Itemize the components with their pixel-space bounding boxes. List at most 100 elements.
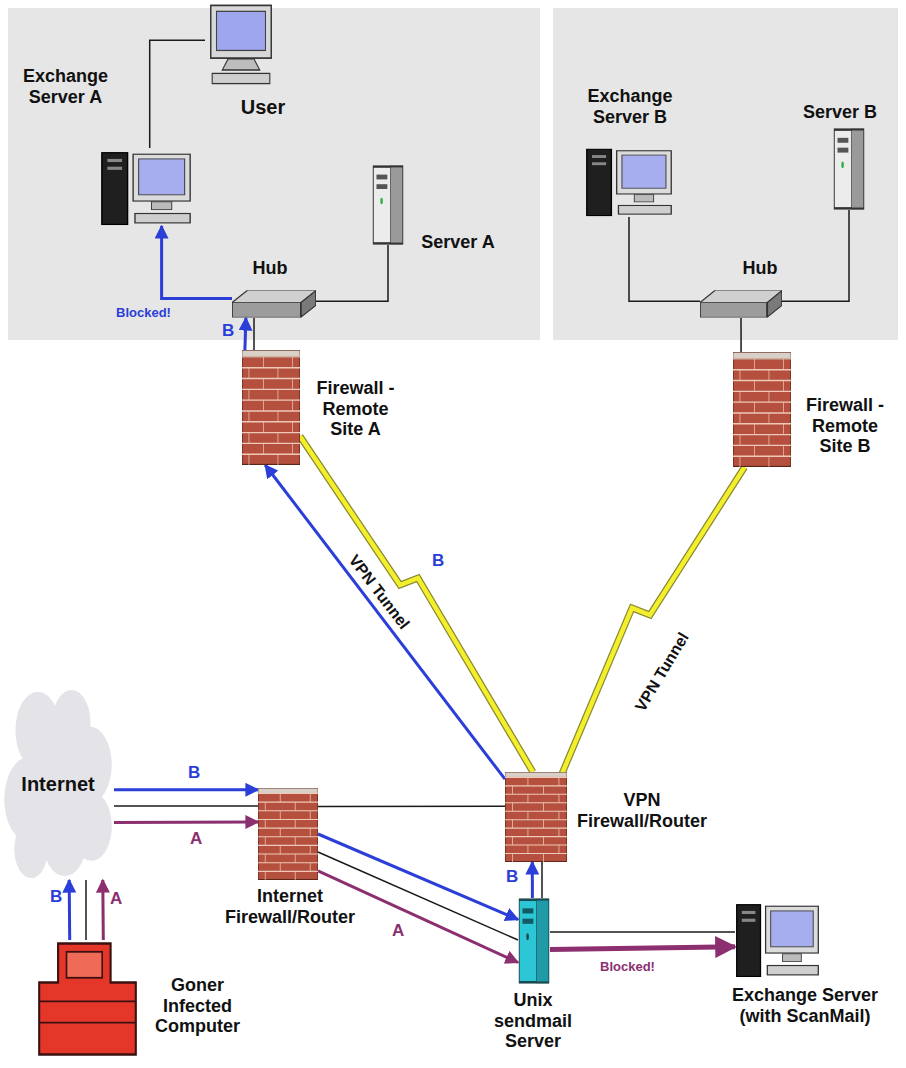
icon-part [39, 944, 136, 1055]
icon-part [277, 454, 278, 465]
icon-part [834, 130, 863, 209]
icon-part [783, 402, 784, 413]
icon-part [754, 381, 755, 392]
site-panel [8, 8, 540, 340]
device-icon [205, 2, 277, 87]
icon-part [739, 370, 740, 381]
icon-part [512, 803, 513, 811]
icon-part [71, 792, 111, 861]
node-label: Firewall - Remote Site A [308, 378, 403, 440]
icon-part [277, 389, 278, 400]
device-icon [700, 290, 782, 318]
icon-part [739, 435, 740, 446]
icon-part [742, 911, 756, 914]
connector [245, 318, 246, 350]
node-label: Exchange Server (with ScanMail) [720, 985, 890, 1026]
icon-part [242, 350, 300, 357]
device-icon [733, 352, 791, 467]
icon-part [505, 772, 567, 862]
icon-part [242, 367, 300, 368]
icon-part [505, 794, 567, 795]
icon-part [742, 919, 756, 922]
network-node: Hub [700, 290, 782, 318]
wire [85, 880, 87, 940]
connector-line [101, 880, 105, 940]
device-icon [833, 128, 865, 210]
edge-label: A [190, 830, 202, 849]
icon-part [265, 802, 266, 811]
tunnel-outline [300, 436, 533, 772]
icon-part [277, 411, 278, 422]
icon-part [519, 900, 548, 983]
icon-part [505, 811, 567, 812]
icon-part [543, 854, 544, 862]
device-icon [735, 900, 820, 978]
icon-part [295, 871, 296, 880]
icon-part [754, 359, 755, 370]
icon-part [258, 845, 318, 846]
network-node: Hub [232, 290, 316, 318]
device-icon [100, 148, 192, 226]
icon-part [376, 184, 387, 189]
icon-part [527, 845, 528, 853]
icon-part [733, 352, 791, 359]
icon-part [543, 820, 544, 828]
connector [550, 947, 735, 950]
icon-part [522, 908, 533, 913]
icon-part [767, 966, 818, 975]
icon-part [768, 413, 769, 424]
icon-part [292, 379, 293, 390]
icon-part [768, 456, 769, 467]
icon-part [242, 454, 300, 455]
icon-part [754, 402, 755, 413]
icon-part [733, 401, 791, 402]
icon-part [242, 389, 300, 390]
node-label: Exchange Server A [8, 66, 123, 107]
device-icon [232, 290, 316, 318]
icon-part [512, 837, 513, 845]
wire [541, 862, 543, 898]
icon-part [733, 412, 791, 413]
icon-part [152, 202, 172, 210]
icon-part [617, 151, 672, 194]
connector-line [245, 318, 246, 350]
icon-part [258, 862, 318, 863]
connector [265, 465, 505, 779]
icon-part [767, 291, 782, 318]
icon-part [733, 391, 791, 392]
icon-part [39, 1000, 136, 1002]
icon-part [733, 445, 791, 446]
icon-part [852, 130, 864, 209]
network-node: Firewall - Remote Site A [242, 350, 300, 465]
icon-part [783, 954, 802, 962]
icon-part [634, 195, 653, 202]
tunnel-outline [561, 467, 745, 777]
icon-part [39, 1022, 136, 1024]
icon-part [505, 819, 567, 820]
connector-line [318, 805, 505, 807]
icon-part [242, 443, 300, 444]
icon-part [527, 777, 528, 785]
icon-part [242, 421, 300, 422]
network-node: Firewall - Remote Site B [733, 352, 791, 467]
icon-part [543, 803, 544, 811]
edge-label: B [50, 888, 62, 907]
device-icon [518, 898, 550, 984]
edge-label: B [222, 322, 234, 341]
icon-part [837, 148, 848, 153]
connector-line [114, 788, 258, 791]
site-panel [553, 8, 898, 340]
icon-part [505, 777, 567, 778]
network-node: Internet [2, 688, 114, 880]
icon-part [558, 845, 559, 853]
icon-part [739, 413, 740, 424]
icon-part [258, 788, 318, 794]
icon-part [258, 802, 318, 803]
icon-part [783, 359, 784, 370]
icon-part [248, 454, 249, 465]
connector [162, 226, 232, 298]
connector [114, 822, 258, 823]
node-label: Internet [2, 773, 114, 796]
icon-part [737, 905, 761, 977]
